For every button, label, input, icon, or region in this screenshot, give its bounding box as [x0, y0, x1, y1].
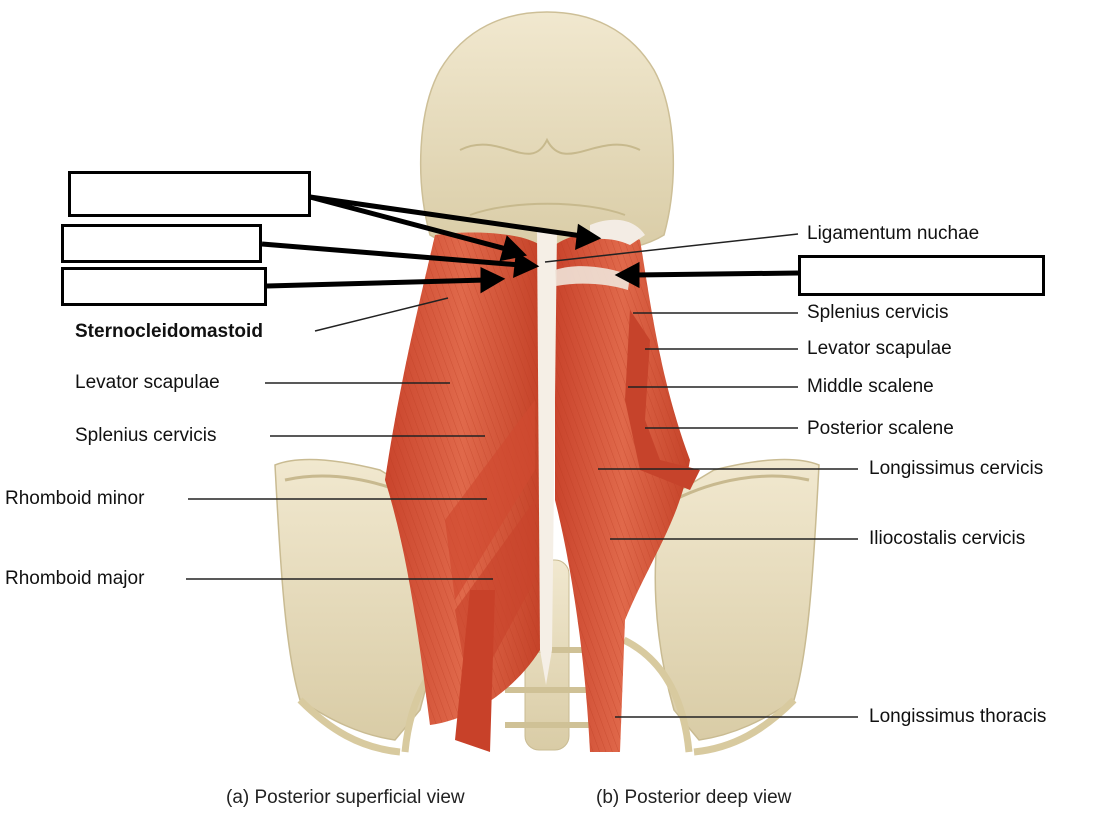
label-rhomboid-major: Rhomboid major — [5, 568, 145, 589]
blank-arrows — [261, 194, 799, 294]
arrow-box3 — [266, 277, 487, 289]
label-sternocleidomastoid: Sternocleidomastoid — [75, 321, 263, 342]
label-splenius-cervicis-left: Splenius cervicis — [75, 425, 217, 446]
caption-superficial-view: (a) Posterior superficial view — [226, 787, 465, 808]
label-longissimus-cervicis: Longissimus cervicis — [869, 458, 1044, 479]
leader-sternocleidomastoid — [314, 297, 449, 332]
label-ligamentum-nuchae: Ligamentum nuchae — [807, 223, 980, 244]
leader-lines-right — [544, 233, 858, 718]
arrow-box4 — [634, 270, 799, 278]
label-splenius-cervicis-right: Splenius cervicis — [807, 302, 949, 323]
caption-deep-view: (b) Posterior deep view — [596, 787, 792, 808]
label-rhomboid-minor: Rhomboid minor — [5, 488, 145, 509]
arrow-box1-b — [309, 194, 583, 239]
leader-lines-left — [186, 297, 493, 580]
blank-label-box-1[interactable] — [68, 171, 311, 217]
blank-label-box-2[interactable] — [61, 224, 262, 263]
label-middle-scalene: Middle scalene — [807, 376, 934, 397]
skull — [419, 11, 675, 256]
blank-label-box-3[interactable] — [61, 267, 267, 306]
deep-muscles — [555, 231, 700, 753]
blank-label-box-4[interactable] — [798, 255, 1045, 296]
label-iliocostalis-cervicis: Iliocostalis cervicis — [869, 528, 1026, 549]
label-levator-scapulae-right: Levator scapulae — [807, 338, 952, 359]
arrow-box2 — [261, 241, 521, 268]
label-levator-scapulae-left: Levator scapulae — [75, 372, 220, 393]
arrow-box1-a — [309, 194, 511, 253]
superficial-muscles — [385, 232, 540, 752]
label-longissimus-thoracis: Longissimus thoracis — [869, 706, 1047, 727]
ligamentum-nuchae-shape — [537, 219, 645, 685]
label-posterior-scalene: Posterior scalene — [807, 418, 954, 439]
leader-ligamentum-nuchae — [544, 233, 799, 263]
